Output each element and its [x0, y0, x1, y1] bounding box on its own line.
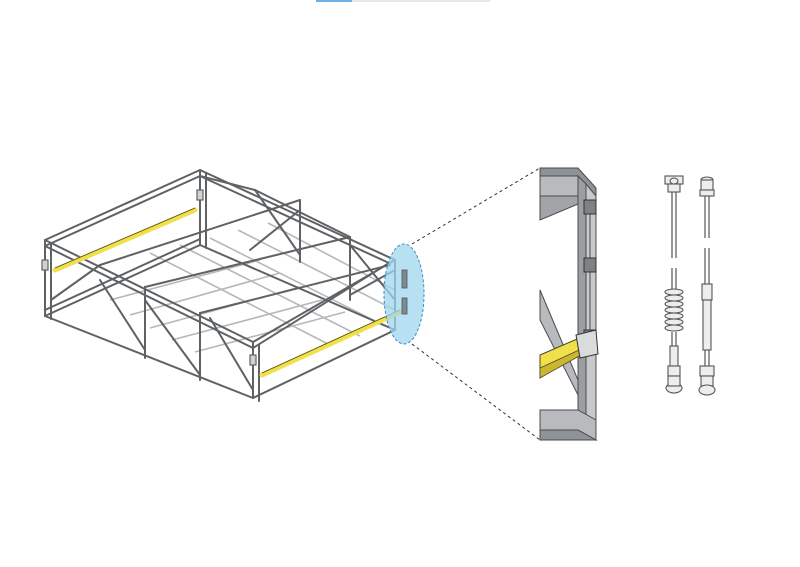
spring-bolt-left [664, 175, 684, 394]
top-tab-rest [352, 0, 490, 2]
spring-bolt-icon [664, 175, 716, 396]
zoom-connector-lines [411, 167, 541, 441]
yellow-rods [52, 207, 403, 378]
yellow-rod-front [259, 309, 403, 378]
frame-tubes [44, 169, 396, 402]
magnifier-lens-icon [383, 243, 425, 345]
truss-frame-icon [41, 169, 403, 402]
bracket-detail-icon [539, 167, 599, 441]
yellow-rod-back [52, 207, 198, 273]
top-tab-bar [316, 0, 490, 2]
frame-clips [41, 189, 257, 366]
spring-bolt-right [698, 176, 716, 396]
top-tab-active [316, 0, 352, 2]
